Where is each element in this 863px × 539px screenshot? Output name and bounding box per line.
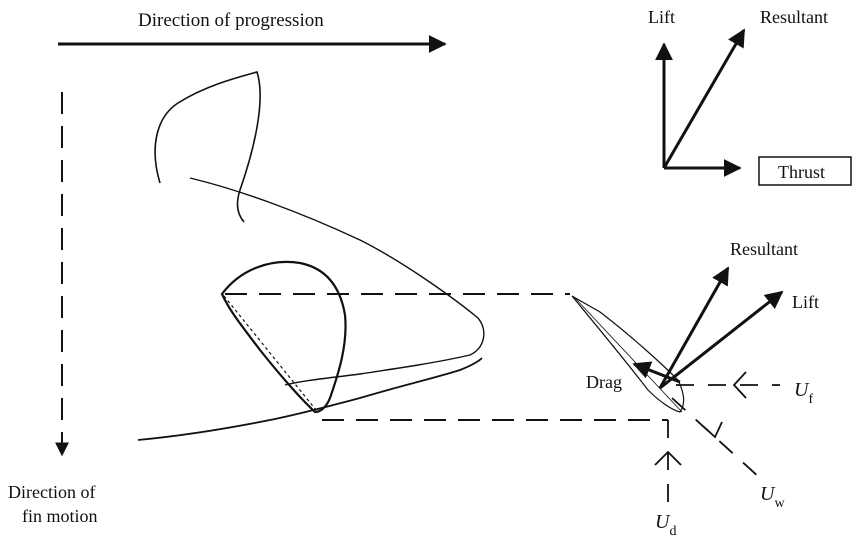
inset-resultant-arrow <box>662 28 746 169</box>
inset-force-diagram: Lift Resultant Thrust <box>648 7 852 186</box>
uw-subscript: w <box>774 496 785 511</box>
ud-label: Ud <box>655 511 676 539</box>
uf-symbol: U <box>794 379 810 401</box>
fish-belly-line <box>137 357 483 441</box>
uf-subscript: f <box>808 392 813 407</box>
main-drag-arrow <box>632 361 681 384</box>
fin-motion-label-line2: fin motion <box>22 506 98 526</box>
uw-label: Uw <box>760 483 785 511</box>
uw-feather <box>702 421 723 439</box>
ud-feather <box>654 450 682 466</box>
inset-thrust-label: Thrust <box>778 162 825 182</box>
uw-stem <box>671 397 761 479</box>
fin-section-chord <box>574 297 683 413</box>
inset-lift-label: Lift <box>648 7 675 27</box>
dorsal-fin-outline <box>154 71 261 223</box>
main-lift-arrow <box>659 290 784 390</box>
velocity-components <box>654 371 780 505</box>
progression-label: Direction of progression <box>138 10 324 31</box>
main-lift-label: Lift <box>792 292 819 312</box>
main-resultant-arrow <box>658 266 730 389</box>
fin-section <box>571 295 685 413</box>
inset-thrust-box <box>758 156 852 186</box>
inset-resultant-label: Resultant <box>760 7 828 27</box>
pectoral-fin-outline <box>220 260 347 414</box>
ud-subscript: d <box>669 524 676 539</box>
fish-body <box>137 71 485 441</box>
uf-label: Uf <box>794 379 813 407</box>
pectoral-fin-root <box>223 295 317 411</box>
main-resultant-label: Resultant <box>730 239 798 259</box>
fin-motion-label-line1: Direction of <box>8 482 95 502</box>
uw-symbol: U <box>760 483 776 505</box>
ud-symbol: U <box>655 511 671 533</box>
main-drag-label: Drag <box>586 372 622 392</box>
fish-back-line <box>189 177 485 386</box>
main-force-arrows: Resultant Lift Drag <box>586 239 819 392</box>
uf-feather <box>732 371 747 399</box>
